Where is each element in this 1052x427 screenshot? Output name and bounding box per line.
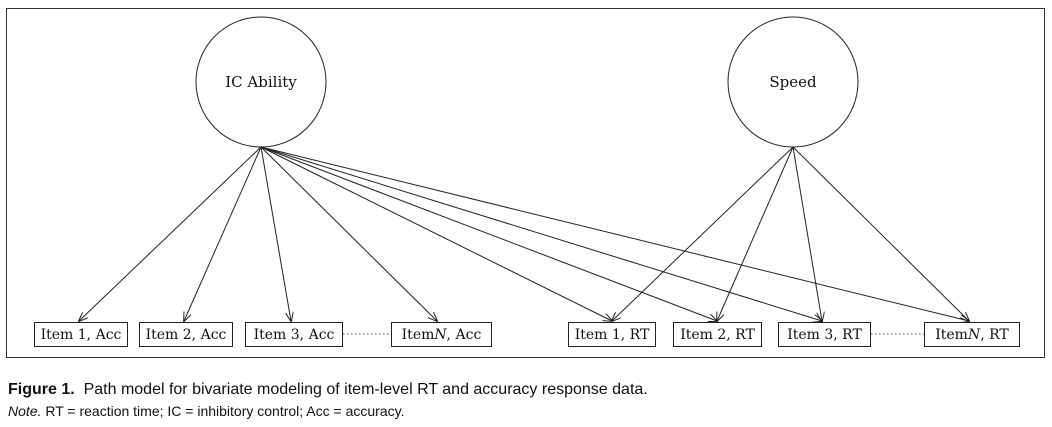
path-speed-to-rt-1 — [612, 146, 794, 321]
speed-label: Speed — [769, 73, 817, 91]
item-2-acc-box: Item 2, Acc — [139, 322, 233, 347]
note-text: RT = reaction time; IC = inhibitory cont… — [45, 403, 405, 419]
figure-note: Note. RT = reaction time; IC = inhibitor… — [8, 401, 1038, 421]
item-n-acc-label-suffix: , Acc — [446, 326, 482, 343]
item-2-acc-label: Item 2, Acc — [145, 326, 227, 343]
figure-title-text: Path model for bivariate modeling of ite… — [83, 381, 648, 398]
figure-label: Figure 1. — [8, 381, 75, 398]
item-3-rt-box: Item 3, RT — [778, 322, 871, 347]
path-ic-to-acc-1 — [79, 146, 262, 321]
path-speed-to-rt-n — [792, 146, 969, 321]
figure-caption: Figure 1. Path model for bivariate model… — [8, 379, 1038, 421]
path-speed-to-rt-2 — [717, 146, 794, 321]
note-label: Note. — [8, 403, 42, 419]
item-1-acc-box: Item 1, Acc — [34, 322, 128, 347]
item-n-acc-label-n: N — [434, 326, 447, 343]
item-1-rt-label: Item 1, RT — [574, 326, 650, 343]
item-n-acc-label-prefix: Item — [401, 326, 435, 343]
path-ic-to-rt-n — [260, 146, 969, 321]
path-speed-to-rt-3 — [792, 146, 822, 321]
item-n-rt-label-suffix: , RT — [980, 326, 1009, 343]
path-ic-to-rt-3 — [260, 146, 822, 321]
item-n-rt-label-n: N — [967, 326, 981, 343]
path-ic-to-rt-1 — [260, 146, 612, 321]
item-3-acc-box: Item 3, Acc — [245, 322, 343, 347]
item-n-rt-label-prefix: Item — [935, 326, 968, 343]
item-1-rt-box: Item 1, RT — [568, 322, 656, 347]
path-diagram: IC Ability Speed Item 1, Acc Item 2, Acc… — [6, 8, 1045, 358]
item-n-rt-box: Item N, RT — [924, 322, 1020, 347]
item-3-rt-label: Item 3, RT — [787, 326, 862, 343]
item-n-acc-box: Item N, Acc — [391, 322, 492, 347]
item-2-rt-box: Item 2, RT — [673, 322, 762, 347]
path-ic-to-acc-n — [260, 146, 437, 321]
figure-title: Figure 1. Path model for bivariate model… — [8, 379, 1038, 401]
item-3-acc-label: Item 3, Acc — [253, 326, 335, 343]
path-ic-to-acc-2 — [184, 146, 262, 321]
path-ic-to-acc-3 — [260, 146, 291, 321]
path-ic-to-rt-2 — [260, 146, 717, 321]
item-1-acc-label: Item 1, Acc — [40, 326, 122, 343]
item-2-rt-label: Item 2, RT — [680, 326, 755, 343]
path-diagram-canvas — [7, 16, 1046, 335]
ic-ability-label: IC Ability — [225, 73, 297, 91]
